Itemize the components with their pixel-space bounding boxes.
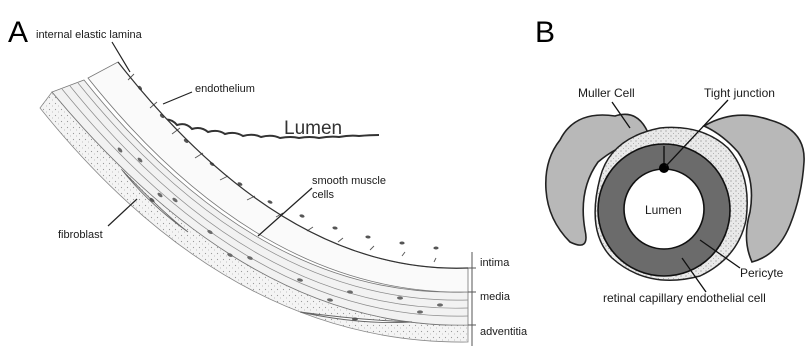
label-muller-cell: Muller Cell <box>578 86 635 100</box>
panel-b: B Muller Cell Tight junction Lumen Peric… <box>535 16 804 305</box>
label-tight-junction: Tight junction <box>704 86 775 100</box>
label-endothelial-cell: retinal capillary endothelial cell <box>603 291 766 305</box>
label-lumen-b: Lumen <box>645 203 682 217</box>
label-fibroblast: fibroblast <box>58 229 103 241</box>
label-pericyte: Pericyte <box>740 266 784 280</box>
label-smooth-muscle-cells: cells <box>312 189 335 201</box>
label-endothelium: endothelium <box>195 83 255 95</box>
label-adventitia: adventitia <box>480 326 528 338</box>
label-intima: intima <box>480 257 510 269</box>
label-internal-elastic-lamina: internal elastic lamina <box>36 29 143 41</box>
panel-b-letter: B <box>535 16 555 49</box>
label-lumen-a: Lumen <box>284 118 342 139</box>
panel-a: A <box>8 16 528 346</box>
label-smooth-muscle: smooth muscle <box>312 175 386 187</box>
panel-a-letter: A <box>8 16 28 49</box>
label-media: media <box>480 291 511 303</box>
layer-bracket <box>468 252 476 346</box>
